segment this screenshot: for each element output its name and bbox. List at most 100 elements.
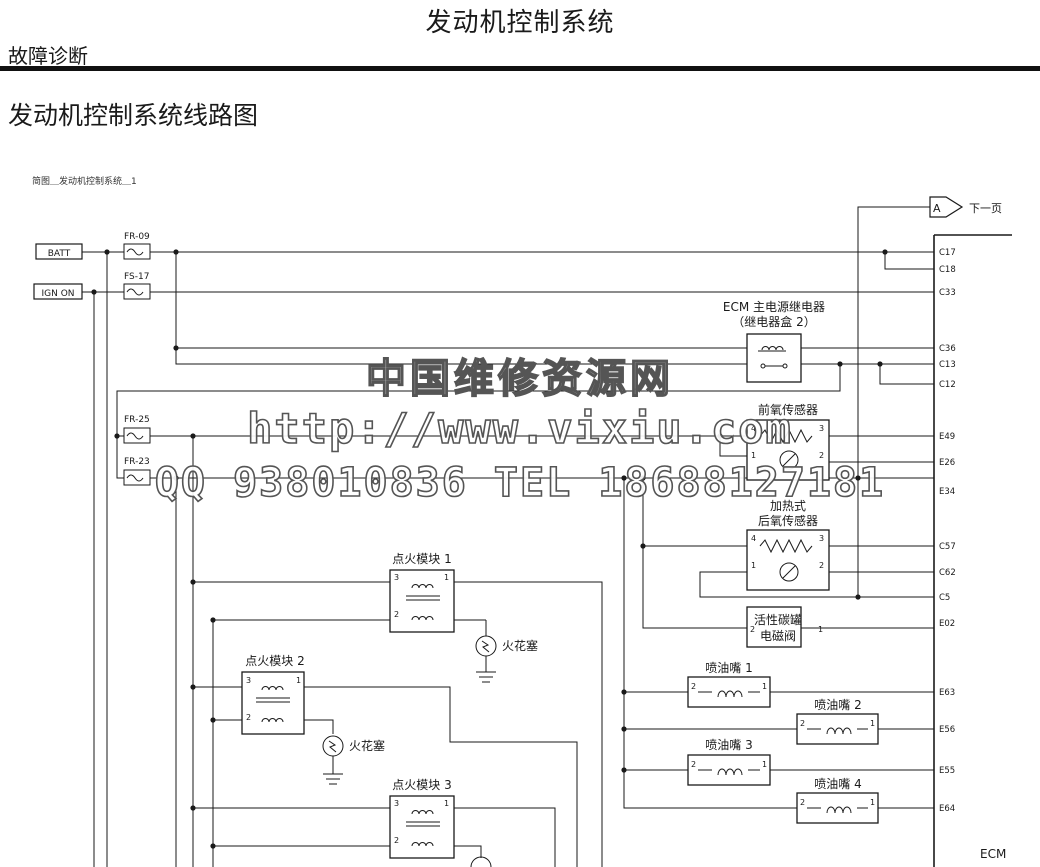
rear-o2-label-1: 加热式 bbox=[770, 499, 806, 513]
svg-text:4: 4 bbox=[751, 424, 756, 433]
pin-label: E64 bbox=[939, 804, 955, 814]
ign-on-label: IGN ON bbox=[41, 289, 74, 299]
svg-text:2: 2 bbox=[819, 561, 824, 570]
svg-text:2: 2 bbox=[394, 610, 399, 619]
canister-label-1: 活性碳罐 bbox=[754, 613, 802, 627]
ecm-pins: C17 C18 C33 C36 C13 C12 E49 E26 E34 C57 … bbox=[939, 248, 956, 814]
spark-plug-1: 火花塞 bbox=[475, 635, 538, 683]
svg-text:2: 2 bbox=[800, 798, 805, 807]
injector-1: 喷油嘴 1 2 1 bbox=[687, 661, 771, 708]
fuse-fr25: FR-25 bbox=[123, 415, 151, 444]
svg-text:2: 2 bbox=[394, 836, 399, 845]
injector-3-label: 喷油嘴 3 bbox=[705, 738, 752, 752]
svg-text:FR-09: FR-09 bbox=[124, 232, 150, 242]
ecm-label: ECM bbox=[980, 847, 1006, 861]
svg-text:1: 1 bbox=[751, 451, 756, 460]
relay-name: ECM 主电源继电器 bbox=[723, 300, 825, 314]
next-page-label: 下一页 bbox=[969, 202, 1002, 215]
page-title: 发动机控制系统 bbox=[425, 8, 615, 38]
svg-text:2: 2 bbox=[246, 713, 251, 722]
injector-4-label: 喷油嘴 4 bbox=[814, 777, 861, 791]
front-o2-sensor: 前氧传感器 4 3 1 2 bbox=[746, 402, 830, 481]
spark-plug-label: 火花塞 bbox=[502, 638, 538, 653]
pin-label: E34 bbox=[939, 487, 955, 497]
canister-solenoid: 活性碳罐 电磁阀 2 1 bbox=[746, 606, 823, 648]
batt-source: BATT bbox=[35, 243, 83, 260]
svg-text:3: 3 bbox=[246, 676, 251, 685]
svg-text:1: 1 bbox=[444, 573, 449, 582]
svg-text:2: 2 bbox=[750, 625, 755, 634]
injector-3: 喷油嘴 3 2 1 bbox=[687, 738, 771, 786]
ign-on-source: IGN ON bbox=[33, 283, 83, 300]
ecm-box: ECM bbox=[933, 234, 1012, 867]
diagram-caption: 简图＿发动机控制系统＿1 bbox=[32, 177, 137, 187]
svg-text:1: 1 bbox=[751, 561, 756, 570]
front-o2-label: 前氧传感器 bbox=[758, 402, 818, 417]
pin-label: C33 bbox=[939, 288, 956, 298]
pin-label: E26 bbox=[939, 458, 955, 468]
fuse-fr23: FR-23 bbox=[123, 457, 151, 486]
svg-text:3: 3 bbox=[394, 573, 399, 582]
svg-text:1: 1 bbox=[818, 625, 823, 634]
injector-2-label: 喷油嘴 2 bbox=[814, 698, 861, 712]
batt-label: BATT bbox=[48, 249, 71, 259]
svg-text:FS-17: FS-17 bbox=[124, 272, 149, 282]
pin-label: C36 bbox=[939, 344, 956, 354]
svg-text:3: 3 bbox=[394, 799, 399, 808]
spark-plug-3 bbox=[470, 856, 492, 867]
svg-text:2: 2 bbox=[691, 760, 696, 769]
svg-text:1: 1 bbox=[762, 760, 767, 769]
ignition-module-2: 点火模块 2 3 1 2 bbox=[241, 654, 305, 735]
svg-text:1: 1 bbox=[296, 676, 301, 685]
pin-label: E55 bbox=[939, 766, 955, 776]
svg-text:2: 2 bbox=[800, 719, 805, 728]
page-subtitle: 故障诊断 bbox=[8, 44, 88, 68]
pin-label: C13 bbox=[939, 360, 956, 370]
pin-label: E02 bbox=[939, 619, 955, 629]
svg-text:1: 1 bbox=[870, 719, 875, 728]
ecm-main-relay: ECM 主电源继电器 （继电器盒 2） bbox=[723, 300, 825, 383]
pin-label: E63 bbox=[939, 688, 955, 698]
section-title: 发动机控制系统线路图 bbox=[8, 101, 259, 130]
svg-text:FR-25: FR-25 bbox=[124, 415, 150, 425]
pin-label: C18 bbox=[939, 265, 956, 275]
svg-text:3: 3 bbox=[819, 534, 824, 543]
fuse-fr09: FR-09 bbox=[123, 232, 151, 260]
next-page-connector: A 下一页 bbox=[857, 196, 1002, 595]
ignition-module-1: 点火模块 1 3 1 2 bbox=[389, 552, 455, 633]
svg-text:1: 1 bbox=[444, 799, 449, 808]
ignition-module-2-label: 点火模块 2 bbox=[245, 654, 304, 668]
svg-text:4: 4 bbox=[751, 534, 756, 543]
svg-text:1: 1 bbox=[762, 682, 767, 691]
fuse-fs17: FS-17 bbox=[123, 272, 151, 300]
svg-text:2: 2 bbox=[819, 451, 824, 460]
pin-label: C57 bbox=[939, 542, 956, 552]
rear-o2-label-2: 后氧传感器 bbox=[758, 513, 818, 528]
pin-label: C62 bbox=[939, 568, 956, 578]
pin-label: C5 bbox=[939, 593, 950, 603]
header-divider bbox=[0, 66, 1040, 71]
svg-text:FR-23: FR-23 bbox=[124, 457, 150, 467]
canister-label-2: 电磁阀 bbox=[760, 628, 796, 643]
ignition-module-3-label: 点火模块 3 bbox=[392, 778, 451, 792]
svg-text:1: 1 bbox=[870, 798, 875, 807]
wires bbox=[82, 251, 934, 867]
spark-plug-2: 火花塞 bbox=[322, 735, 385, 785]
pin-label: C12 bbox=[939, 380, 956, 390]
splice-points bbox=[91, 249, 888, 849]
injector-1-label: 喷油嘴 1 bbox=[705, 661, 752, 675]
ignition-module-1-label: 点火模块 1 bbox=[392, 552, 451, 566]
connector-a-label: A bbox=[933, 202, 941, 215]
rear-o2-sensor: 加热式 后氧传感器 4 3 1 2 bbox=[746, 499, 830, 591]
spark-plug-label: 火花塞 bbox=[349, 738, 385, 753]
svg-text:2: 2 bbox=[691, 682, 696, 691]
relay-location: （继电器盒 2） bbox=[732, 314, 815, 329]
svg-text:3: 3 bbox=[819, 424, 824, 433]
ignition-module-3: 点火模块 3 3 1 2 bbox=[389, 778, 455, 859]
pin-label: E49 bbox=[939, 432, 955, 442]
injector-4: 喷油嘴 4 2 1 bbox=[796, 777, 879, 824]
pin-label: E56 bbox=[939, 725, 955, 735]
injector-2: 喷油嘴 2 2 1 bbox=[796, 698, 879, 745]
pin-label: C17 bbox=[939, 248, 956, 258]
